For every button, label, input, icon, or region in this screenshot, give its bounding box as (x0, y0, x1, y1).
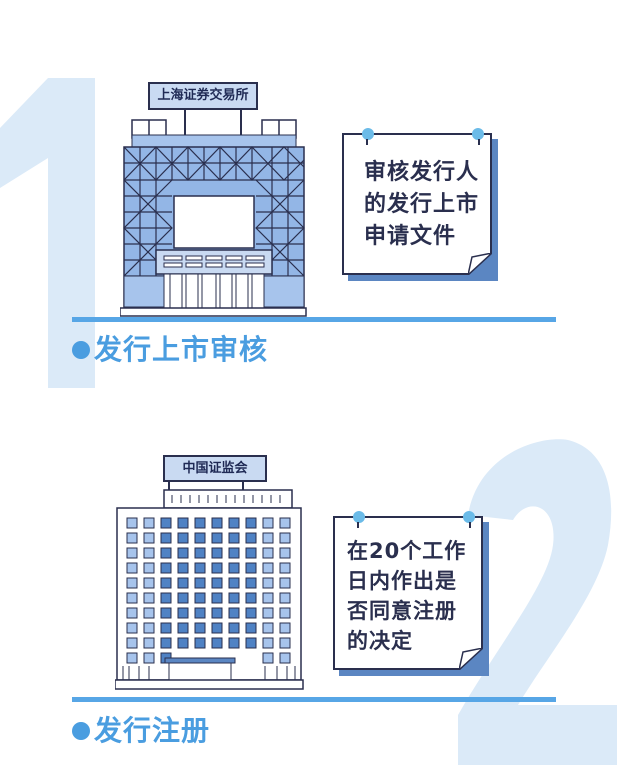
step-1-note-text: 审核发行人 的发行上市 申请文件 (364, 160, 480, 249)
pin-icon (353, 511, 365, 523)
page-fold-icon (459, 648, 483, 670)
pin-icon (472, 128, 484, 140)
step-1-note: 审核发行人 的发行上市 申请文件 (342, 128, 492, 275)
sse-building-sign: 上海证券交易所 (148, 82, 258, 110)
page-fold-icon (468, 253, 492, 275)
bullet-icon (72, 722, 90, 740)
bullet-icon (72, 341, 90, 359)
step-2-note-text: 在20个工作 日内作出是 否同意注册 的决定 (347, 539, 467, 653)
pin-icon (362, 128, 374, 140)
csrc-building-sign: 中国证监会 (163, 455, 267, 482)
sse-building-icon (120, 110, 307, 317)
pin-icon (463, 511, 475, 523)
step-2-note: 在20个工作 日内作出是 否同意注册 的决定 (333, 511, 483, 670)
step-1-title: 发行上市审核 (72, 336, 268, 364)
step-1-ground-line (72, 317, 556, 322)
step-2-ground-line (72, 697, 556, 702)
step-2-number-graphic (458, 439, 617, 765)
step-1-number-graphic (0, 78, 95, 388)
csrc-building-icon (115, 478, 304, 690)
step-2-title: 发行注册 (72, 717, 210, 745)
